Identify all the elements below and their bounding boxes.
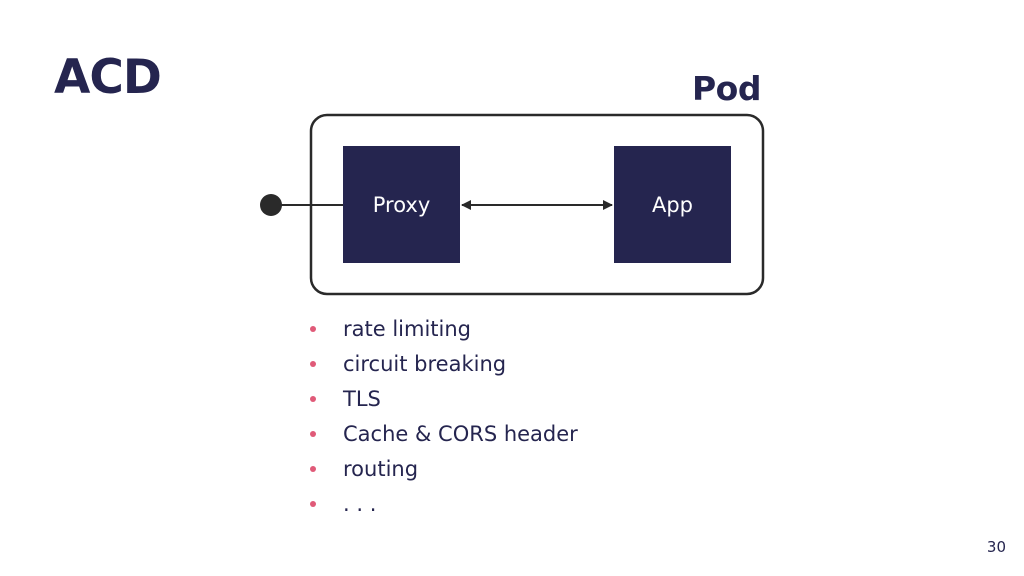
list-item: Cache & CORS header bbox=[308, 419, 578, 454]
list-item-label: . . . bbox=[343, 492, 377, 516]
bullet-dot-icon bbox=[310, 501, 316, 507]
list-item-label: routing bbox=[343, 457, 419, 481]
proxy-box bbox=[343, 146, 460, 263]
ingress-endpoint bbox=[260, 194, 282, 216]
list-item-label: TLS bbox=[343, 387, 381, 411]
bullet-dot-icon bbox=[310, 396, 316, 402]
list-item: TLS bbox=[308, 384, 578, 419]
list-item: routing bbox=[308, 454, 578, 489]
bullet-dot-icon bbox=[310, 431, 316, 437]
list-item: . . . bbox=[308, 489, 578, 524]
list-item: rate limiting bbox=[308, 314, 578, 349]
bullet-dot-icon bbox=[310, 361, 316, 367]
bullet-dot-icon bbox=[310, 326, 316, 332]
app-box bbox=[614, 146, 731, 263]
list-item-label: rate limiting bbox=[343, 317, 471, 341]
slide-title: ACD bbox=[54, 50, 162, 105]
proxy-label: Proxy bbox=[373, 193, 431, 217]
app-label: App bbox=[652, 193, 693, 217]
bullet-dot-icon bbox=[310, 466, 316, 472]
feature-list: rate limiting circuit breaking TLS Cache… bbox=[308, 314, 578, 524]
pod-label: Pod bbox=[692, 69, 761, 108]
list-item-label: circuit breaking bbox=[343, 352, 507, 376]
list-item: circuit breaking bbox=[308, 349, 578, 384]
list-item-label: Cache & CORS header bbox=[343, 422, 578, 446]
page-number: 30 bbox=[986, 538, 1006, 556]
